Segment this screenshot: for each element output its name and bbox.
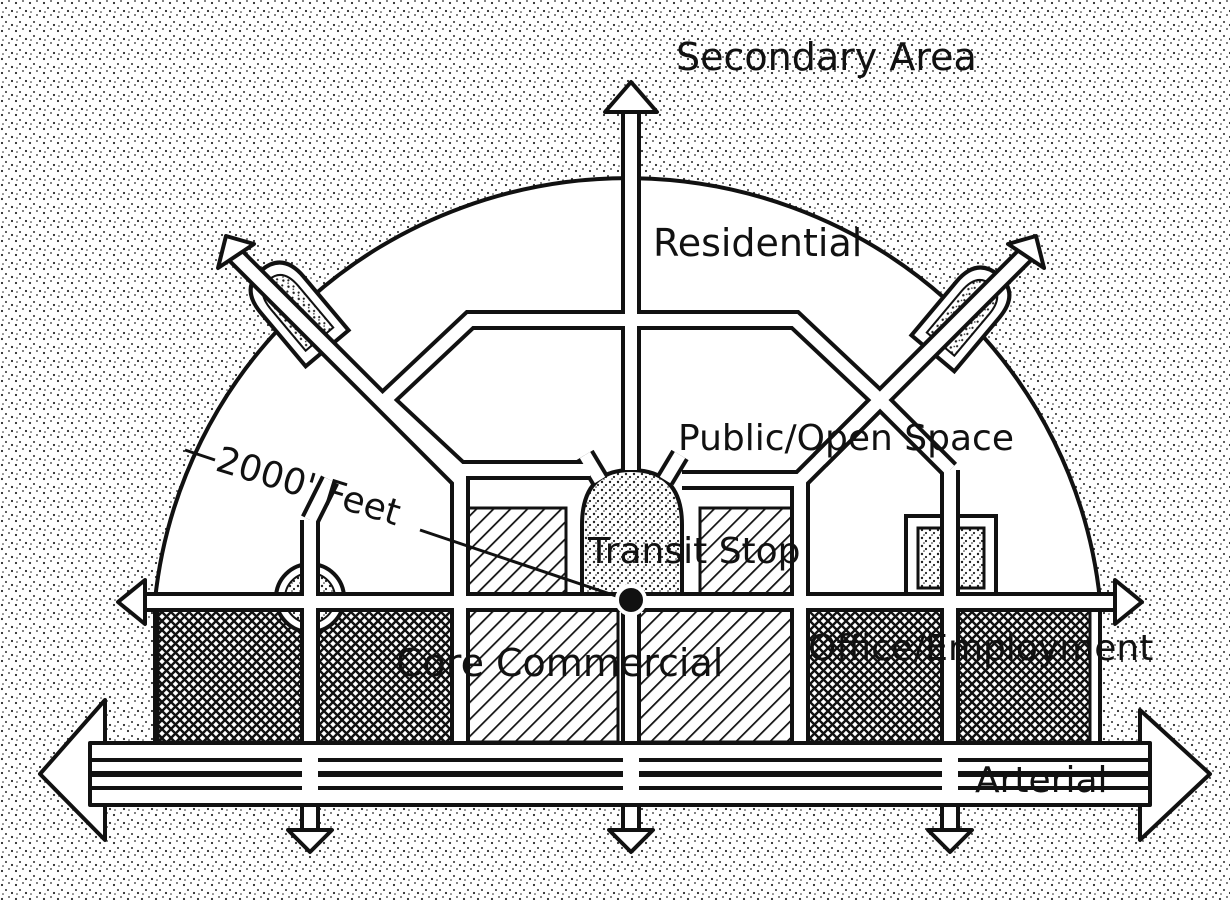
secondary-area-label: Secondary Area: [676, 35, 977, 79]
west-arrow-icon: [116, 578, 147, 626]
ne-arrow-icon: [1006, 234, 1046, 270]
nw-arrow-icon: [216, 234, 256, 270]
radius-leader-line-outer: [184, 448, 216, 462]
arterial-road: [38, 698, 1212, 842]
arterial-east-arrow-icon: [1138, 708, 1212, 842]
commercial-block-4: [698, 506, 796, 598]
central-plaza: [580, 467, 684, 600]
street-end-arrows: [116, 80, 1144, 854]
core-commercial-label: Core Commercial: [396, 641, 723, 685]
office-employment-label: Office/Employment: [808, 628, 1153, 669]
north-arrow-icon: [603, 80, 659, 114]
residential-label: Residential: [653, 221, 862, 265]
transit-stop-label: Transit Stop: [587, 531, 801, 572]
east-arrow-icon: [1113, 578, 1144, 626]
arterial-west-arrow-icon: [38, 698, 107, 842]
office-block-1: [156, 606, 305, 744]
radius-leader-line: [419, 528, 623, 600]
transit-stop-icon: [615, 584, 647, 616]
south-arrow-2-icon: [607, 828, 655, 854]
south-arrow-1-icon: [286, 828, 334, 854]
arterial-label: Arterial: [975, 760, 1108, 801]
public-open-space-label: Public/Open Space: [678, 418, 1014, 459]
south-arrow-3-icon: [926, 828, 974, 854]
